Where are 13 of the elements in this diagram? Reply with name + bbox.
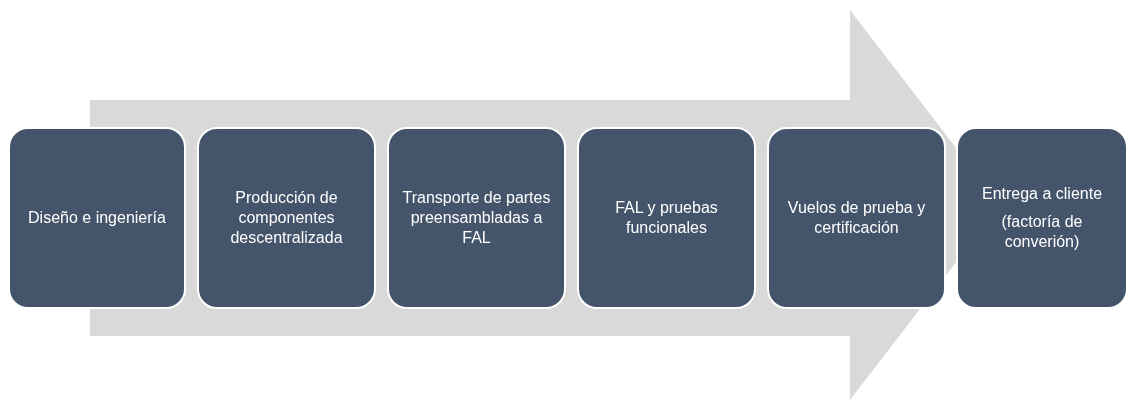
step-text: Vuelos de prueba y certificación — [786, 198, 927, 238]
step-text: Transporte de partes preensambladas a FAL — [401, 188, 552, 248]
process-box — [577, 127, 756, 309]
step-text: (factoría de converión) — [1000, 212, 1084, 252]
process-box — [767, 127, 946, 309]
step-text: Producción de componentes descentralizada — [229, 188, 344, 248]
process-box — [8, 127, 186, 309]
process-box — [197, 127, 376, 309]
process-box — [956, 127, 1128, 309]
step-text: FAL y pruebas funcionales — [614, 198, 719, 238]
step-text: Diseño e ingeniería — [28, 208, 166, 228]
process-box — [387, 127, 566, 309]
step-text: Entrega a cliente — [981, 184, 1103, 204]
